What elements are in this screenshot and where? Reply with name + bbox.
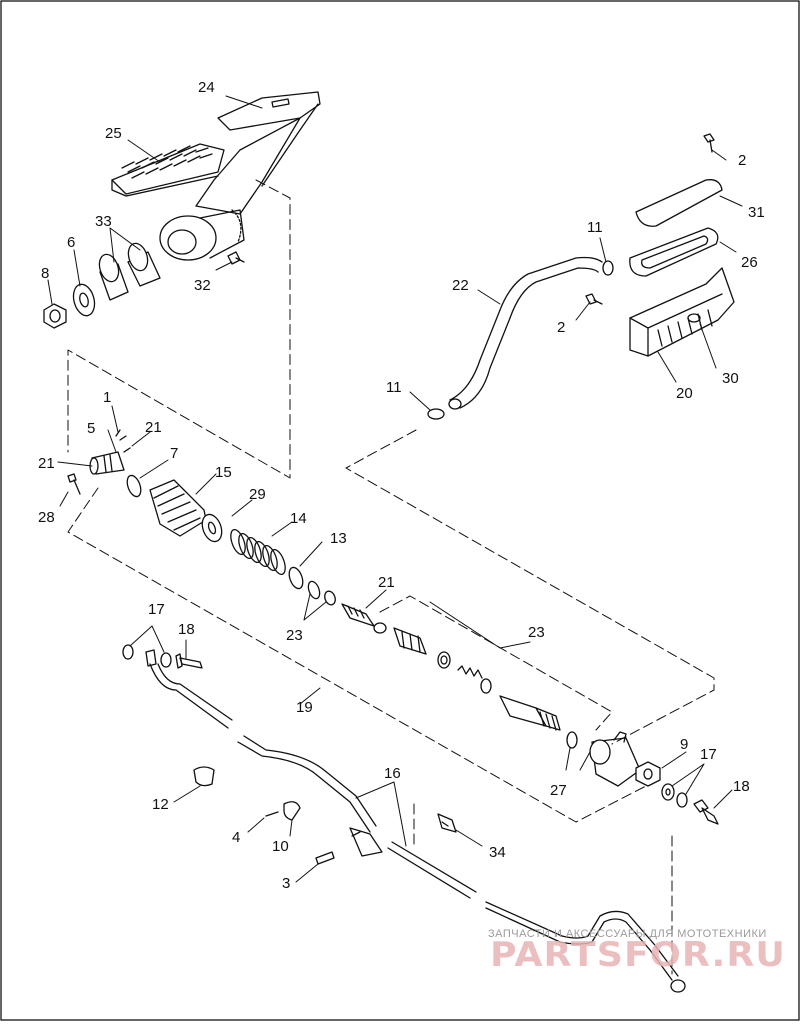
- banjo-bolt-part: [693, 799, 719, 825]
- callout-label: 14: [290, 510, 307, 527]
- callout-numbers: 24 25 33 6 8 32 2 31 11 26 22 2 30 20 11…: [38, 79, 765, 892]
- washer-part: [122, 644, 172, 668]
- callout-label: 24: [198, 79, 215, 96]
- callout-label: 18: [178, 621, 195, 638]
- callout-label: 23: [286, 627, 303, 644]
- callout-label: 31: [748, 204, 765, 221]
- cup-seal-part: [437, 651, 451, 669]
- piston-part: [393, 627, 427, 655]
- callout-label: 32: [194, 277, 211, 294]
- assembly-dashed-lines: [67, 179, 715, 975]
- bolt-part: [265, 811, 335, 865]
- callout-label: 2: [557, 319, 565, 336]
- callout-label: 17: [148, 601, 165, 618]
- callout-label: 17: [700, 746, 717, 763]
- screw-part: [585, 293, 603, 305]
- brake-line-fitting-part: [349, 827, 383, 857]
- footpeg-pad-part: [111, 143, 225, 197]
- callout-label: 11: [587, 219, 603, 236]
- secondary-piston-part: [499, 695, 561, 731]
- callout-label: 30: [722, 370, 739, 387]
- o-ring-part: [480, 678, 578, 749]
- reservoir-body-part: [629, 267, 735, 357]
- nut-part: [43, 303, 67, 329]
- watermark-brand: PARTSFOR.RU: [490, 935, 786, 975]
- banjo-bolt-part: [175, 653, 203, 669]
- line-clip-part: [283, 801, 301, 821]
- callout-label: 5: [87, 420, 95, 437]
- callout-label: 22: [452, 277, 469, 294]
- callout-label: 29: [249, 486, 266, 503]
- washer-part: [72, 283, 96, 317]
- bushing-part: [98, 242, 161, 301]
- cotter-pin-part: [115, 429, 131, 453]
- callout-label: 28: [38, 509, 55, 526]
- callout-label: 2: [738, 152, 746, 169]
- callout-label: 33: [95, 213, 112, 230]
- callout-label: 23: [528, 624, 545, 641]
- reservoir-hose-part: [448, 256, 603, 410]
- pushrod-part: [341, 603, 387, 634]
- spring-part: [230, 528, 286, 576]
- callout-label: 12: [152, 796, 169, 813]
- callout-label: 21: [378, 574, 395, 591]
- leader-lines: [47, 95, 743, 883]
- callout-label: 1: [103, 389, 111, 406]
- brake-line-part: [145, 649, 686, 993]
- master-cylinder-part: [589, 731, 641, 787]
- callout-label: 20: [676, 385, 693, 402]
- nut-part: [635, 761, 661, 787]
- washer-part: [201, 513, 223, 543]
- bolt-part: [227, 251, 245, 265]
- retaining-ring-part: [288, 566, 336, 606]
- reservoir-cover-part: [635, 133, 723, 227]
- watermark-caption: ЗАПЧАСТИ И АКСЕССУАРЫ ДЛЯ МОТОТЕХНИКИ: [488, 928, 767, 940]
- callout-label: 27: [550, 782, 567, 799]
- callout-label: 6: [67, 234, 75, 251]
- callout-label: 10: [272, 838, 289, 855]
- reservoir-gasket-part: [629, 227, 719, 277]
- spring-part: [457, 665, 483, 679]
- callout-label: 15: [215, 464, 232, 481]
- pin-part: [67, 473, 81, 495]
- brake-light-switch-part: [437, 813, 457, 833]
- callout-label: 18: [733, 778, 750, 795]
- callout-label: 4: [232, 829, 240, 846]
- callout-label: 13: [330, 530, 347, 547]
- brake-pedal-part: [159, 91, 321, 261]
- callout-label: 7: [170, 445, 178, 462]
- callout-label: 8: [41, 265, 49, 282]
- watermark: ЗАПЧАСТИ И АКСЕССУАРЫ ДЛЯ МОТОТЕХНИКИ PA…: [488, 928, 786, 975]
- rubber-boot-part: [149, 479, 207, 537]
- clevis-part: [89, 451, 125, 475]
- callout-label: 26: [741, 254, 758, 271]
- callout-label: 19: [296, 699, 313, 716]
- callout-label: 11: [386, 379, 402, 396]
- callout-label: 16: [384, 765, 401, 782]
- hose-clip-part: [193, 766, 215, 787]
- callout-label: 34: [489, 844, 506, 861]
- callout-label: 21: [38, 455, 55, 472]
- callout-label: 21: [145, 419, 162, 436]
- washer-part: [661, 783, 688, 808]
- washer-part: [126, 474, 142, 498]
- callout-label: 25: [105, 125, 122, 142]
- callout-label: 9: [680, 736, 688, 753]
- callout-label: 3: [282, 875, 290, 892]
- hose-clamp-part: [427, 260, 614, 420]
